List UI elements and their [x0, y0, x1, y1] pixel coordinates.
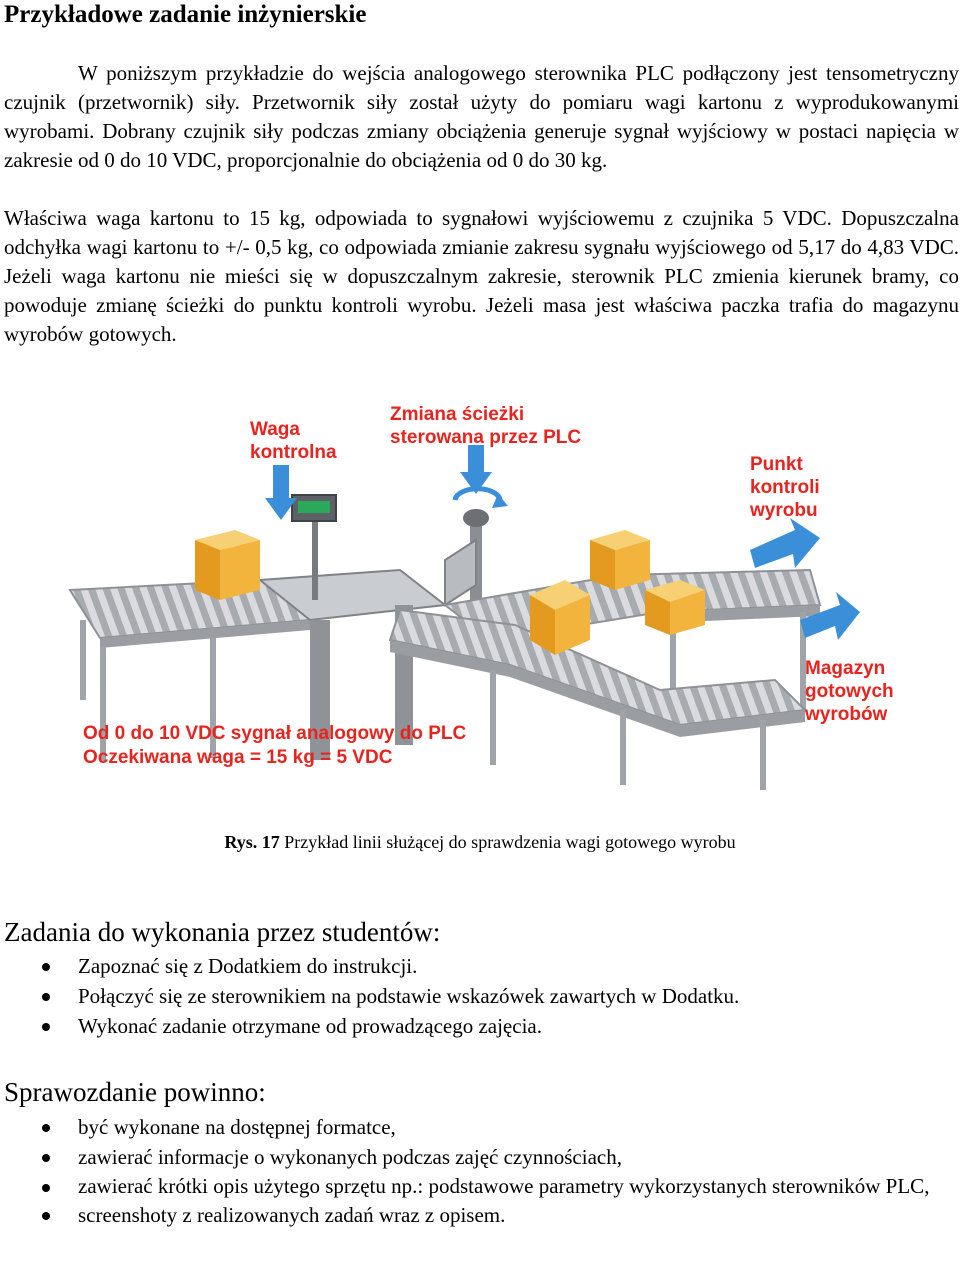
- bullet-icon: [42, 963, 50, 971]
- warehouse-label: Magazyn gotowych wyrobów: [804, 658, 894, 725]
- scale-label: Waga kontrolna: [250, 419, 337, 463]
- caption-number: 17: [261, 832, 280, 852]
- scale-label-line1: Waga: [250, 419, 300, 440]
- gate-pivot: [444, 509, 489, 615]
- list-item-text: Wykonać zadanie otrzymane od prowadząceg…: [78, 1014, 542, 1038]
- bullet-icon: [42, 993, 50, 1001]
- warehouse-label-line2: gotowych: [805, 681, 894, 702]
- carton-box: [590, 530, 650, 590]
- path-change-label-line2: sterowana przez PLC: [390, 427, 581, 448]
- page-title: Przykładowe zadanie inżynierskie: [4, 1, 367, 28]
- list-item-text: zawierać informacje o wykonanych podczas…: [78, 1145, 622, 1169]
- list-item-text: Połączyć się ze sterownikiem na podstawi…: [78, 984, 740, 1008]
- bullet-icon: [42, 1212, 50, 1220]
- signal-label-line2: Oczekiwana waga = 15 kg = 5 VDC: [83, 747, 393, 768]
- bullet-icon: [42, 1184, 50, 1192]
- list-item: zawierać informacje o wykonanych podczas…: [0, 1142, 955, 1172]
- inspection-label-line1: Punkt: [750, 454, 803, 475]
- path-change-label-line1: Zmiana ścieżki: [390, 404, 524, 425]
- list-item: Połączyć się ze sterownikiem na podstawi…: [0, 981, 955, 1011]
- inspection-label-line3: wyrobu: [749, 500, 818, 521]
- inspection-label: Punkt kontroli wyrobu: [749, 454, 820, 521]
- list-item: Wykonać zadanie otrzymane od prowadząceg…: [0, 1011, 955, 1041]
- rotation-arrow-icon: [452, 486, 508, 508]
- report-heading: Sprawozdanie powinno:: [4, 1077, 266, 1107]
- arrow-down-icon: [460, 445, 492, 494]
- list-item: zawierać krótki opis użytego sprzętu np.…: [0, 1172, 955, 1200]
- arrow-down-icon: [265, 465, 297, 520]
- arrow-right-icon: [800, 592, 860, 640]
- scale-label-line2: kontrolna: [250, 442, 337, 463]
- conveyor-figure: Waga kontrolna Zmiana ścieżki sterowana …: [68, 404, 894, 790]
- list-item: screenshoty z realizowanych zadań wraz z…: [0, 1200, 955, 1230]
- warehouse-label-line3: wyrobów: [804, 704, 888, 725]
- inspection-label-line2: kontroli: [750, 477, 820, 498]
- intro-paragraph: W poniższym przykładzie do wejścia analo…: [4, 61, 959, 172]
- arrow-right-icon: [750, 518, 820, 568]
- list-item-text: być wykonane na dostępnej formatce,: [78, 1115, 396, 1139]
- tasks-list: Zapoznać się z Dodatkiem do instrukcji. …: [0, 951, 955, 1041]
- bullet-icon: [42, 1023, 50, 1031]
- caption-text: Przykład linii służącej do sprawdzenia w…: [284, 832, 736, 852]
- carton-box: [195, 530, 260, 600]
- carton-box: [645, 580, 705, 635]
- signal-label-line1: Od 0 do 10 VDC sygnał analogowy do PLC: [83, 723, 467, 744]
- list-item-text: screenshoty z realizowanych zadań wraz z…: [78, 1203, 506, 1227]
- caption-prefix: Rys.: [224, 832, 258, 852]
- list-item: Zapoznać się z Dodatkiem do instrukcji.: [0, 951, 955, 981]
- path-change-label: Zmiana ścieżki sterowana przez PLC: [390, 404, 581, 448]
- figure-caption: Rys. 17 Przykład linii służącej do spraw…: [0, 830, 960, 854]
- tasks-heading: Zadania do wykonania przez studentów:: [4, 917, 441, 947]
- list-item: być wykonane na dostępnej formatce,: [0, 1112, 955, 1142]
- conveyor-lower-branch: [388, 608, 808, 790]
- list-item-text: Zapoznać się z Dodatkiem do instrukcji.: [78, 954, 418, 978]
- carton-box: [530, 580, 590, 655]
- warehouse-label-line1: Magazyn: [805, 658, 885, 679]
- bullet-icon: [42, 1124, 50, 1132]
- list-item-text: zawierać krótki opis użytego sprzętu np.…: [78, 1174, 930, 1198]
- tolerance-paragraph: Właściwa waga kartonu to 15 kg, odpowiad…: [4, 206, 959, 346]
- bullet-icon: [42, 1154, 50, 1162]
- signal-label: Od 0 do 10 VDC sygnał analogowy do PLC O…: [83, 723, 467, 768]
- conveyor-left: [68, 578, 313, 761]
- report-list: być wykonane na dostępnej formatce, zawi…: [0, 1112, 955, 1230]
